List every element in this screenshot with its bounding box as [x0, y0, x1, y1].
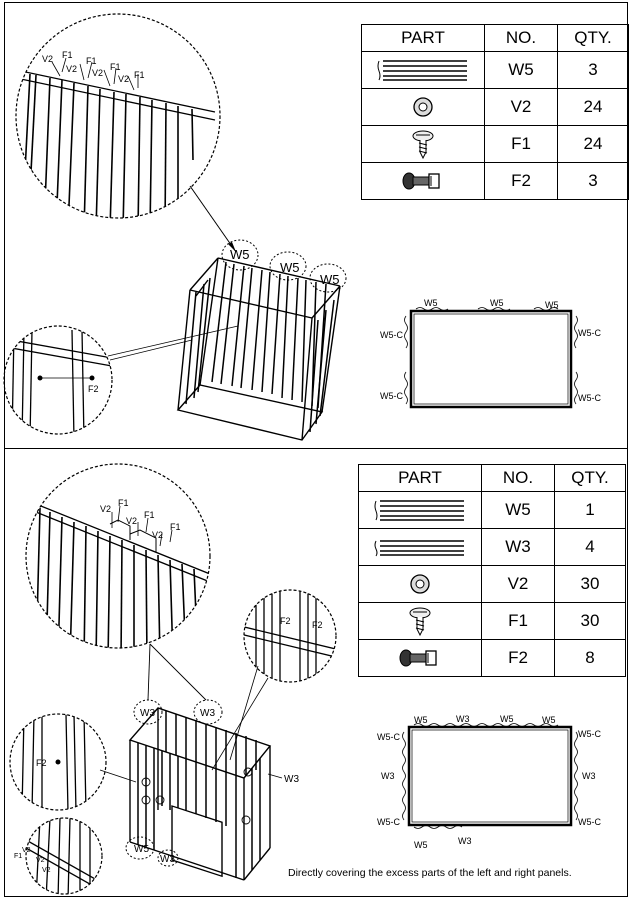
svg-text:W5: W5 — [230, 247, 250, 262]
part-qty: 3 — [557, 162, 629, 200]
no-header: NO. — [481, 464, 555, 492]
svg-text:F1: F1 — [110, 62, 121, 72]
svg-text:F1: F1 — [14, 853, 22, 860]
page-frame — [4, 2, 628, 897]
step2-parts-table: PART NO. QTY. W5 1 W3 4 V2 30 F1 30 F2 — [358, 464, 626, 677]
part-qty: 24 — [557, 88, 629, 126]
svg-text:V2: V2 — [152, 530, 163, 540]
part-number: F2 — [484, 162, 558, 200]
w3-panel-icon — [358, 528, 482, 566]
svg-text:W5-C: W5-C — [380, 330, 403, 340]
part-qty: 3 — [557, 51, 629, 89]
svg-text:V2: V2 — [36, 857, 45, 864]
part-qty: 30 — [554, 602, 626, 640]
svg-text:W3: W3 — [458, 836, 472, 846]
part-qty: 4 — [554, 528, 626, 566]
part-number: W5 — [481, 491, 555, 529]
svg-text:W3: W3 — [160, 854, 175, 865]
svg-text:V2: V2 — [42, 54, 53, 64]
svg-text:V2: V2 — [100, 504, 111, 514]
step-divider — [4, 448, 628, 449]
qty-header: QTY. — [557, 24, 629, 52]
part-number: F1 — [481, 602, 555, 640]
part-qty: 8 — [554, 639, 626, 677]
washer-icon — [358, 565, 482, 603]
svg-text:V2: V2 — [118, 74, 129, 84]
svg-text:F1: F1 — [144, 510, 155, 520]
part-number: W3 — [481, 528, 555, 566]
svg-text:F2: F2 — [36, 758, 47, 768]
svg-text:V2: V2 — [22, 847, 31, 854]
part-number: V2 — [484, 88, 558, 126]
svg-text:F1: F1 — [134, 70, 145, 80]
svg-text:W3: W3 — [140, 708, 155, 719]
part-qty: 1 — [554, 491, 626, 529]
svg-text:F1: F1 — [86, 56, 97, 66]
part-header: PART — [358, 464, 482, 492]
svg-text:F2: F2 — [280, 616, 291, 626]
svg-text:W3: W3 — [381, 771, 395, 781]
svg-text:W5: W5 — [500, 714, 514, 724]
w5-panel-icon — [358, 491, 482, 529]
svg-text:F1: F1 — [118, 498, 129, 508]
qty-header: QTY. — [554, 464, 626, 492]
part-number: F2 — [481, 639, 555, 677]
washer-icon — [361, 88, 485, 126]
svg-text:W5-C: W5-C — [578, 328, 601, 338]
svg-text:W5: W5 — [320, 272, 340, 287]
svg-text:W3: W3 — [200, 708, 215, 719]
svg-text:W3: W3 — [582, 771, 596, 781]
svg-text:W5: W5 — [490, 298, 504, 308]
svg-text:W5-C: W5-C — [380, 391, 403, 401]
svg-text:V2: V2 — [66, 64, 77, 74]
bolt-nut-icon — [361, 162, 485, 200]
svg-text:V2: V2 — [92, 68, 103, 78]
svg-text:F2: F2 — [88, 384, 99, 394]
svg-text:V2: V2 — [126, 516, 137, 526]
part-number: F1 — [484, 125, 558, 163]
bolt-nut-icon — [358, 639, 482, 677]
svg-text:F1: F1 — [62, 50, 73, 60]
svg-text:W5-C: W5-C — [578, 729, 601, 739]
step1-parts-table: PART NO. QTY. W5 3 V2 24 F1 24 F2 3 — [361, 24, 629, 200]
svg-text:F1: F1 — [170, 522, 181, 532]
part-qty: 30 — [554, 565, 626, 603]
svg-text:W5-C: W5-C — [578, 393, 601, 403]
svg-text:W5: W5 — [542, 715, 556, 725]
svg-text:W5: W5 — [134, 844, 149, 855]
part-qty: 24 — [557, 125, 629, 163]
assembly-note: Directly covering the excess parts of th… — [288, 867, 572, 879]
svg-text:W5: W5 — [414, 840, 428, 850]
svg-text:W5-C: W5-C — [578, 817, 601, 827]
part-header: PART — [361, 24, 485, 52]
svg-text:V2: V2 — [42, 867, 51, 874]
svg-text:W5-C: W5-C — [377, 817, 400, 827]
screw-icon — [358, 602, 482, 640]
svg-text:F2: F2 — [312, 620, 323, 630]
svg-text:W5: W5 — [545, 300, 559, 310]
svg-text:W5: W5 — [424, 298, 438, 308]
svg-text:W5: W5 — [414, 715, 428, 725]
svg-text:W5-C: W5-C — [377, 732, 400, 742]
no-header: NO. — [484, 24, 558, 52]
part-number: W5 — [484, 51, 558, 89]
part-number: V2 — [481, 565, 555, 603]
svg-text:W3: W3 — [284, 774, 299, 785]
svg-text:W5: W5 — [280, 260, 300, 275]
svg-text:W3: W3 — [456, 714, 470, 724]
w5-panel-icon — [361, 51, 485, 89]
screw-icon — [361, 125, 485, 163]
